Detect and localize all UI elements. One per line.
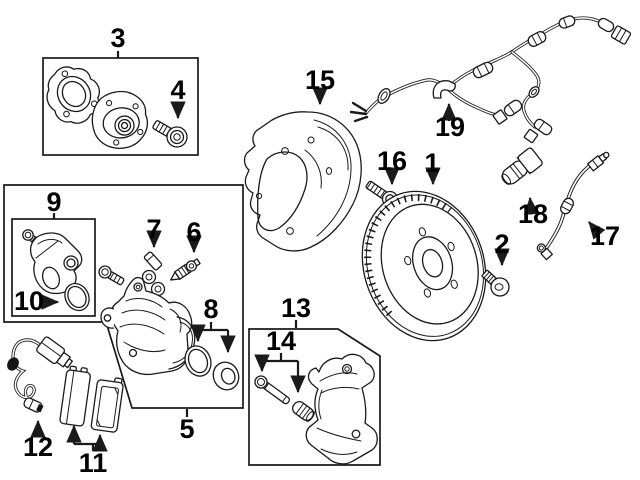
brake-rotor: [361, 190, 487, 342]
guide-pin-link: [141, 251, 166, 297]
callout-1: 1: [424, 148, 439, 178]
callout-7: 7: [146, 214, 161, 244]
harness-branch-plug: [492, 109, 508, 125]
splash-shield: [243, 111, 362, 252]
harness-ring-small: [528, 86, 540, 98]
fork-terminal: [349, 101, 369, 123]
harness-branch-connector: [503, 99, 523, 117]
callout-8: 8: [203, 294, 218, 324]
wiring-harness: [349, 15, 632, 144]
harness-branch-connector: [533, 118, 553, 136]
brake-caliper: [100, 276, 196, 376]
callout-19: 19: [435, 112, 465, 142]
callout-4: 4: [170, 75, 185, 105]
harness-grommet: [527, 31, 547, 47]
harness-elbow: [432, 80, 456, 99]
callout-11: 11: [79, 448, 108, 478]
guide-pin-bushing: [292, 401, 315, 422]
guide-pin-bolt: [254, 375, 291, 405]
wheel-hub: [91, 90, 149, 149]
callout-18: 18: [518, 199, 548, 229]
brake-hose: [536, 151, 610, 261]
caliper-bolt: [98, 265, 125, 286]
harness-end-connector: [597, 17, 615, 33]
harness-end-plug: [610, 25, 632, 45]
abs-sensor: [501, 147, 543, 185]
leader-lines: [30, 51, 606, 452]
callout-9: 9: [46, 187, 61, 217]
piston-boot: [212, 361, 240, 391]
brake-pad-outer: [90, 377, 124, 433]
caliper-bracket: [305, 353, 378, 465]
harness-grommet: [558, 15, 576, 29]
harness-branch-plug: [523, 128, 539, 144]
brake-pad-inner: [59, 365, 91, 427]
caliper-bracket-box: [248, 328, 381, 466]
caliper-assembly-box: [3, 184, 244, 409]
callout-3: 3: [110, 23, 125, 53]
callout-5: 5: [179, 414, 194, 444]
callout-6: 6: [186, 217, 201, 247]
bleeder-screw: [170, 258, 201, 281]
harness-ring: [377, 88, 391, 104]
harness-grommet: [472, 61, 494, 79]
callout-16: 16: [377, 146, 407, 176]
hub-box: [42, 57, 199, 156]
rotor-set-screw: [481, 269, 510, 297]
callout-15: 15: [305, 65, 335, 95]
callout-2: 2: [494, 229, 509, 259]
piston-seal: [184, 345, 212, 377]
callout-14: 14: [266, 326, 296, 356]
callout-17: 17: [590, 221, 620, 251]
hub-bolt: [152, 120, 188, 148]
actuator-seal: [64, 282, 90, 312]
callout-13: 13: [281, 293, 311, 323]
pad-wear-sensor: [7, 336, 73, 413]
callout-12: 12: [23, 432, 53, 462]
callout-10: 10: [14, 286, 44, 316]
